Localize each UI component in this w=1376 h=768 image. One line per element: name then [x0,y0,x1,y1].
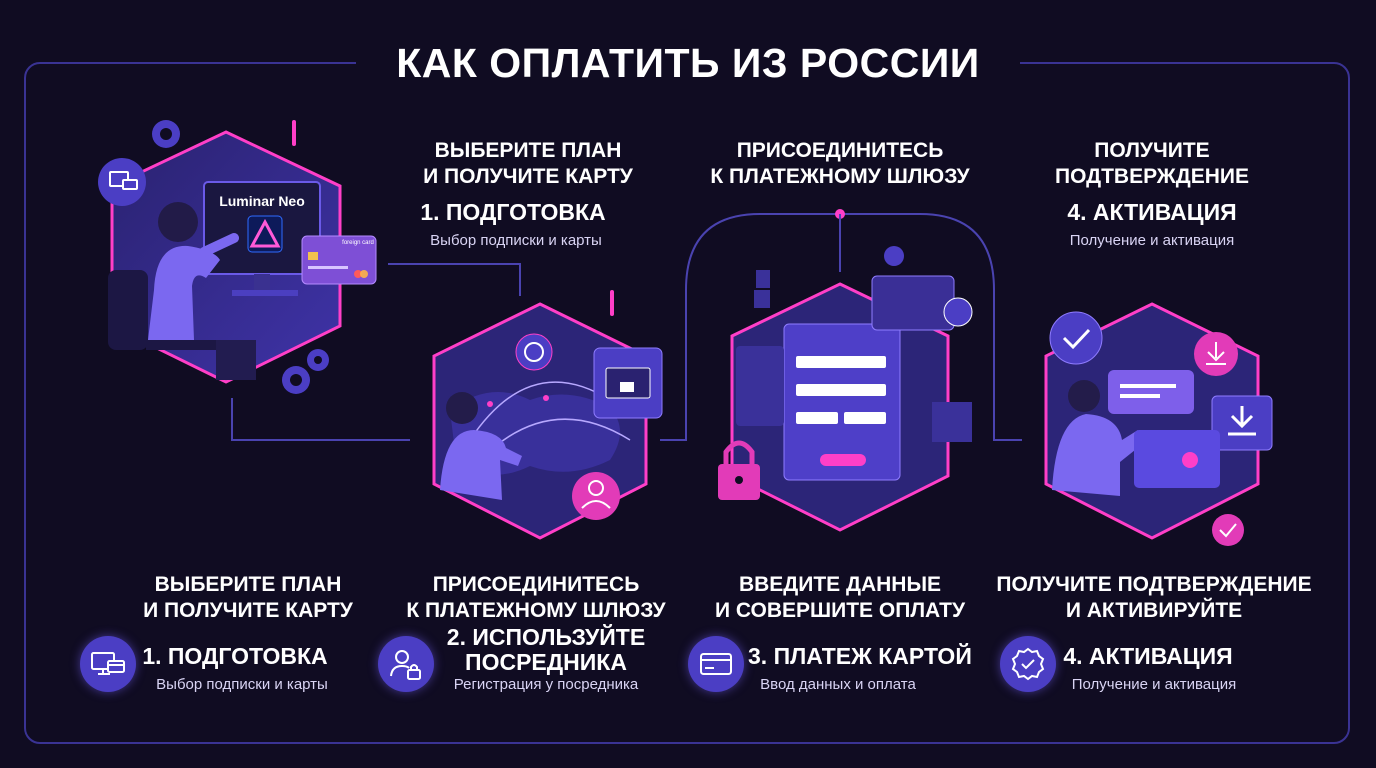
step1-title: 1. ПОДГОТОВКА [142,643,328,669]
illustration-workstation [98,120,377,394]
step2-heading-line2: К ПЛАТЕЖНОМУ ШЛЮЗУ [406,599,666,622]
user-lock-icon [378,636,434,692]
card-label: foreign card [342,240,374,246]
top-col1-step-title: 1. ПОДГОТОВКА [420,199,606,225]
top-col3-step-title: 4. АКТИВАЦИЯ [1067,199,1237,225]
step4-heading-line2: И АКТИВИРУЙТЕ [1065,599,1243,622]
credit-card-icon [688,636,744,692]
step3-title: 3. ПЛАТЕЖ КАРТОЙ [748,643,972,669]
verified-badge-icon [1000,636,1056,692]
top-col1-heading-line2: И ПОЛУЧИТЕ КАРТУ [423,165,633,188]
top-col3-sub: Получение и активация [1069,232,1235,249]
top-col1-heading-line1: ВЫБЕРИТЕ ПЛАН [434,139,622,162]
step2-title-line1: 2. ИСПОЛЬЗУЙТЕ [446,624,646,650]
illustration-payment-form [718,246,973,532]
step1-sub: Выбор подписки и карты [156,676,328,693]
top-col1-sub: Выбор подписки и карты [430,232,602,249]
step4-heading-line1: ПОЛУЧИТЕ ПОДТВЕРЖДЕНИЕ [996,573,1312,596]
step2-sub: Регистрация у посредника [453,676,639,693]
illustration-gateway [432,290,663,540]
step4-title: 4. АКТИВАЦИЯ [1063,643,1233,669]
top-col3-heading-line2: ПОДТВЕРЖДЕНИЕ [1054,165,1250,188]
step3-heading-line1: ВВЕДИТЕ ДАННЫЕ [738,573,942,596]
step1-heading-line2: И ПОЛУЧИТЕ КАРТУ [143,599,353,622]
step3-sub: Ввод данных и оплата [760,676,916,693]
step4-sub: Получение и активация [1071,676,1237,693]
step2-title-line2: ПОСРЕДНИКА [465,649,627,675]
monitor-card-icon [80,636,136,692]
step3-heading-line2: И СОВЕРШИТЕ ОПЛАТУ [714,599,966,622]
top-col2-heading-line1: ПРИСОЕДИНИТЕСЬ [736,139,944,162]
illustration-confirmation [1044,302,1273,546]
step1-heading-line1: ВЫБЕРИТЕ ПЛАН [154,573,342,596]
top-col3-heading-line1: ПОЛУЧИТЕ [1094,139,1210,162]
step2-heading-line1: ПРИСОЕДИНИТЕСЬ [432,573,640,596]
screen-label: Luminar Neo [219,193,305,209]
page-title: КАК ОПЛАТИТЬ ИЗ РОССИИ [356,40,1020,86]
top-col2-heading-line2: К ПЛАТЕЖНОМУ ШЛЮЗУ [710,165,970,188]
